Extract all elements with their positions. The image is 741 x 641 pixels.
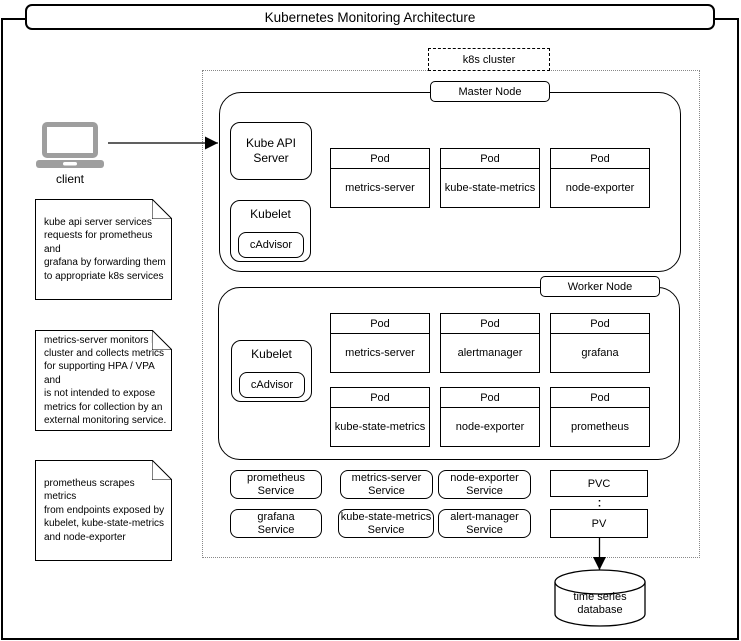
service-node-exporter: node-exporter Service [438,470,531,499]
service-suffix: Service [257,523,295,536]
note-kube-api-server: kube api server services requests for pr… [35,199,172,300]
service-name: node-exporter [450,472,519,484]
service-grafana: grafana Service [230,509,322,538]
service-suffix: Service [257,484,295,497]
service-name: metrics-server [351,472,422,484]
pod-name: grafana [581,346,619,359]
pod-header: Pod [551,388,649,408]
worker-kubelet-box: Kubelet cAdvisor [231,340,312,402]
pod-master-node-exporter: Pod node-exporter [550,148,650,208]
pod-name: metrics-server [345,181,415,194]
pod-header: Pod [441,388,539,408]
pod-header: Pod [331,388,429,408]
pod-name: kube-state-metrics [444,181,536,194]
pod-header: Pod [331,314,429,334]
service-name: grafana [257,511,295,523]
pod-worker-alertmanager: Pod alertmanager [440,313,540,373]
kube-api-server-box: Kube API Server [230,122,312,180]
service-suffix: Service [368,484,405,497]
client-label: client [55,172,84,186]
service-suffix: Service [466,484,503,497]
service-suffix: Service [367,523,405,536]
note-fold-corner-icon [152,199,172,219]
database-label-line1: time series [573,591,627,603]
pod-name: alertmanager [457,346,523,359]
note-prometheus: prometheus scrapes metrics from endpoint… [35,460,172,561]
pod-worker-metrics-server: Pod metrics-server [330,313,430,373]
kubelet-label: Kubelet [251,347,292,361]
pod-worker-kube-state-metrics: Pod kube-state-metrics [330,387,430,447]
k8s-cluster-label: k8s cluster [428,48,550,71]
kubelet-label: Kubelet [250,207,291,221]
cadvisor-box: cAdvisor [239,372,305,398]
pod-worker-prometheus: Pod prometheus [550,387,650,447]
pod-name: prometheus [570,420,630,433]
note-fold-corner-icon [152,330,172,350]
pod-header: Pod [331,149,429,169]
pod-name: node-exporter [455,420,525,433]
pod-header: Pod [441,149,539,169]
service-name: prometheus [246,472,306,484]
pod-name: metrics-server [345,346,415,359]
service-name: kube-state-metrics [340,511,432,523]
database-label: time series database [554,591,646,617]
pod-name: node-exporter [565,181,635,194]
master-node-label: Master Node [430,81,550,102]
pod-header: Pod [551,149,649,169]
note-text: kube api server services requests for pr… [44,216,166,282]
cadvisor-box: cAdvisor [238,232,304,258]
worker-node-label: Worker Node [540,276,660,297]
service-alert-manager: alert-manager Service [438,509,531,538]
note-text: metrics-server monitors k8s cluster and … [44,334,167,427]
pvc-box: PVC [550,470,648,497]
page-title: Kubernetes Monitoring Architecture [25,4,715,30]
note-text: prometheus scrapes metrics from endpoint… [44,477,165,543]
pv-box: PV [550,509,648,538]
note-fold-corner-icon [152,460,172,480]
pod-worker-grafana: Pod grafana [550,313,650,373]
note-metrics-server: metrics-server monitors k8s cluster and … [35,330,172,431]
pod-header: Pod [441,314,539,334]
pod-master-metrics-server: Pod metrics-server [330,148,430,208]
service-name: alert-manager [450,511,519,523]
service-kube-state-metrics: kube-state-metrics Service [338,509,434,538]
pod-name: kube-state-metrics [334,420,426,433]
pod-header: Pod [551,314,649,334]
service-suffix: Service [466,523,503,536]
database-label-line2: database [577,604,623,616]
worker-node-container [218,287,680,460]
service-prometheus: prometheus Service [230,470,322,499]
service-metrics-server: metrics-server Service [340,470,433,499]
master-kubelet-box: Kubelet cAdvisor [230,200,311,262]
pod-worker-node-exporter: Pod node-exporter [440,387,540,447]
pod-master-kube-state-metrics: Pod kube-state-metrics [440,148,540,208]
